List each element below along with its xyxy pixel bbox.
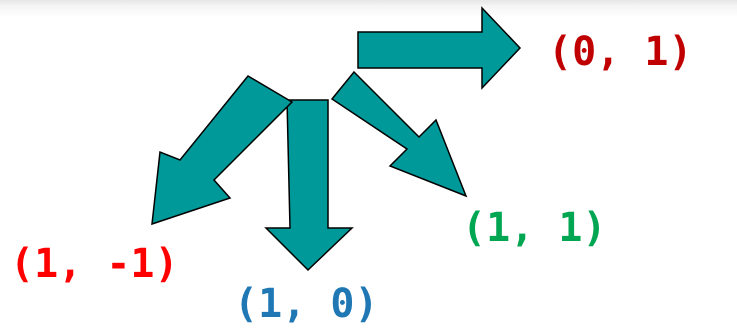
label-direction-0-1: (0, 1) bbox=[548, 29, 693, 75]
label-direction-1-1: (1, 1) bbox=[462, 205, 607, 251]
arrow-down-right-icon bbox=[330, 70, 468, 198]
label-direction-1-0: (1, 0) bbox=[234, 281, 379, 327]
arrow-down-left-icon bbox=[151, 75, 294, 226]
arrow-right-icon bbox=[357, 6, 522, 90]
arrow-down-icon bbox=[264, 99, 354, 272]
label-direction-1-minus-1: (1, -1) bbox=[10, 241, 179, 287]
